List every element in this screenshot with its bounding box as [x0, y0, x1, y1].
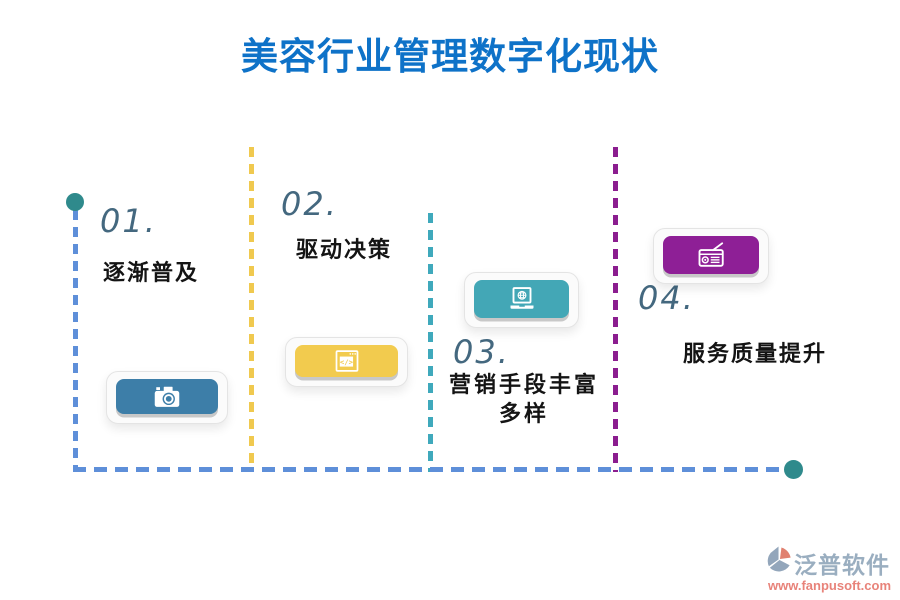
section-03-label: 营销手段丰富多样	[448, 372, 599, 426]
code-window-icon: </>	[295, 345, 398, 377]
svg-text:</>: </>	[339, 357, 353, 366]
timeline-vline-3	[428, 213, 433, 472]
fanpu-logo-icon	[766, 545, 793, 580]
timeline-vline-4	[613, 147, 618, 472]
section-02-number: 02.	[281, 185, 338, 223]
timeline-vline-1	[73, 210, 78, 472]
section-04-label: 服务质量提升	[683, 341, 828, 366]
timeline-baseline	[73, 467, 789, 472]
section-04-number: 04.	[638, 279, 695, 317]
camera-icon	[116, 379, 218, 414]
page-title: 美容行业管理数字化现状	[241, 37, 659, 78]
timeline-vline-2	[249, 147, 254, 472]
section-03-icon-card	[464, 272, 579, 328]
section-01-icon-card	[106, 371, 228, 424]
section-02-label: 驱动决策	[296, 237, 393, 262]
watermark-url: www.fanpusoft.com	[768, 578, 892, 593]
section-01-number: 01.	[100, 202, 157, 240]
radio-icon	[663, 236, 759, 274]
watermark-brand: 泛普软件	[794, 552, 890, 578]
section-01-label: 逐渐普及	[103, 260, 200, 285]
section-03-number: 03.	[453, 333, 510, 371]
section-04-icon-card	[653, 228, 769, 284]
section-02-icon-card: </>	[285, 337, 408, 387]
laptop-globe-icon	[474, 280, 569, 318]
watermark: 泛普软件 www.fanpusoft.com	[766, 545, 898, 593]
timeline-start-dot	[66, 193, 84, 211]
timeline-end-dot	[784, 460, 803, 479]
